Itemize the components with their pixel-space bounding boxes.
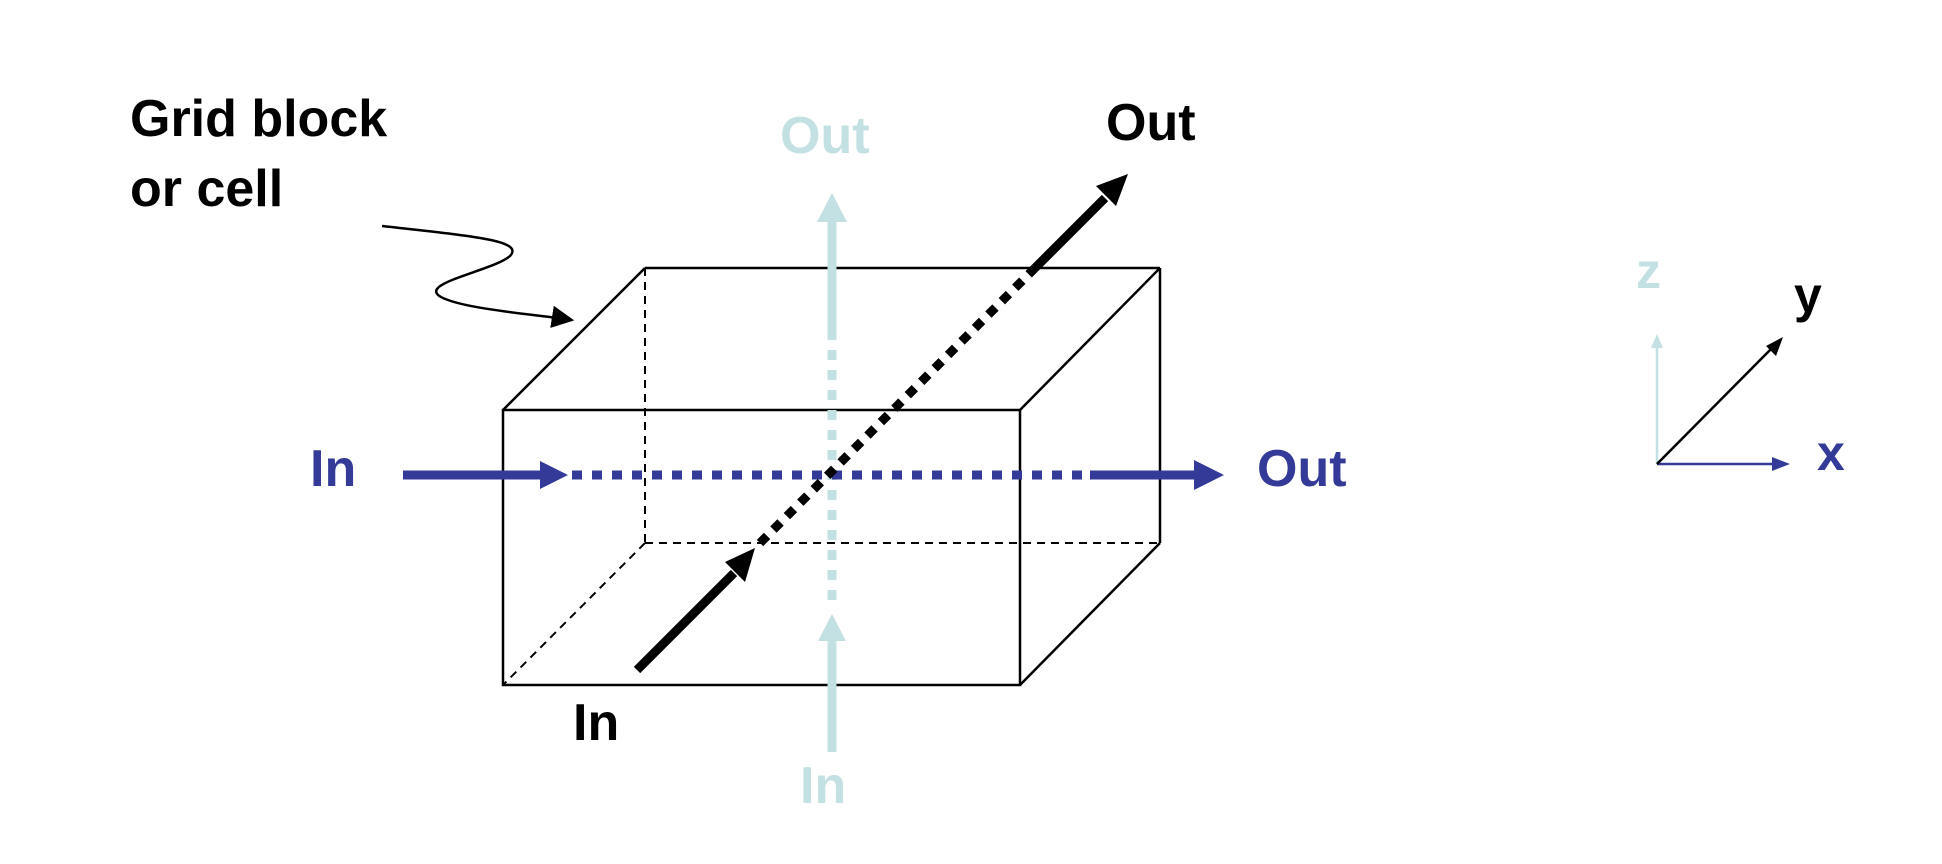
axis-x-label: x — [1817, 425, 1845, 481]
z-flow-out-arrowhead — [817, 193, 847, 222]
box-top-right-edge — [1019, 267, 1161, 411]
y-flow-inside-dotted — [756, 264, 1039, 547]
y-flow-out-shaft — [1031, 194, 1109, 272]
axis-x-arrowhead — [1772, 457, 1790, 471]
box-front-face — [501, 408, 1022, 687]
cell-label-line2: or cell — [130, 160, 283, 218]
axis-y-arrowhead — [1766, 337, 1783, 356]
z-flow-in-arrowhead — [818, 614, 846, 641]
y-flow — [633, 174, 1128, 674]
y-flow-in-arrowhead — [725, 548, 755, 582]
axis-z-arrowhead — [1651, 334, 1663, 348]
box-bottom-right-edge — [1019, 542, 1161, 686]
y-flow-in-label: In — [573, 694, 619, 752]
x-flow-in-label: In — [310, 440, 356, 498]
x-flow-out-arrowhead — [1194, 460, 1224, 490]
y-flow-in-shaft — [633, 569, 738, 674]
x-flow-in-arrowhead — [540, 461, 568, 489]
box-hidden-edge-depth — [502, 542, 646, 686]
axis-y-label: y — [1794, 267, 1822, 323]
axis-z-label: z — [1636, 243, 1661, 299]
axis-y-line — [1656, 344, 1776, 465]
z-flow-out-label: Out — [780, 107, 870, 165]
grid-block-box — [501, 266, 1162, 687]
y-flow-out-label: Out — [1106, 94, 1196, 152]
y-flow-out-arrowhead — [1096, 174, 1128, 206]
cell-callout-arrow — [381, 224, 575, 328]
x-flow-out-label: Out — [1257, 440, 1347, 498]
box-top-left-edge — [502, 267, 646, 411]
x-flow — [403, 460, 1224, 490]
coordinate-axes: z y x — [1636, 243, 1845, 481]
cell-label-line1: Grid block — [130, 90, 387, 148]
z-flow-in-label: In — [800, 757, 846, 815]
